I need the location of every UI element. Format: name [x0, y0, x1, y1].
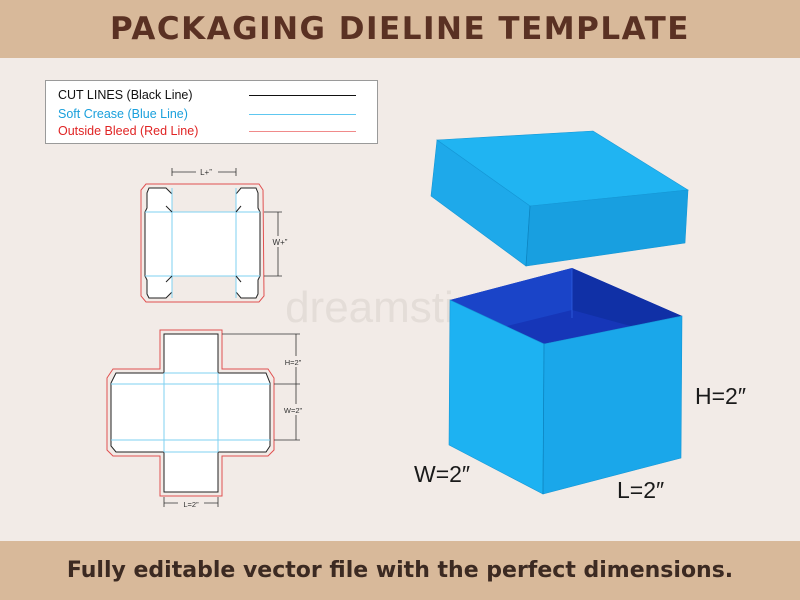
lid-dieline: L+” W+” — [140, 166, 292, 303]
lid-length-label: L+” — [200, 168, 212, 177]
legend-bleed-label: Outside Bleed (Red Line) — [58, 124, 199, 138]
base-crease-lines — [111, 372, 270, 453]
crease-line-swatch — [249, 114, 356, 115]
box-length-label: L=2″ — [617, 477, 664, 503]
lid-cut-details — [165, 205, 242, 283]
box-width-label: W=2″ — [414, 461, 470, 487]
cut-line-swatch — [249, 95, 356, 96]
lid-length-label-bg — [196, 166, 218, 177]
page-title: PACKAGING DIELINE TEMPLATE — [110, 11, 690, 47]
box-height-label: H=2″ — [695, 383, 746, 409]
lid-edge — [525, 205, 531, 267]
base-bleed-outline — [106, 329, 275, 497]
legend-crease-label: Soft Crease (Blue Line) — [58, 107, 188, 121]
footer-bar: Fully editable vector file with the perf… — [0, 541, 800, 600]
legend-cut-label: CUT LINES (Black Line) — [58, 88, 193, 102]
line-legend: CUT LINES (Black Line) Soft Crease (Blue… — [45, 80, 378, 144]
box-3d-illustration: H=2″ W=2″ L=2″ — [414, 130, 746, 503]
lid-bleed-outline — [140, 183, 265, 303]
box-right-face — [542, 315, 683, 495]
bleed-line-swatch — [249, 131, 356, 132]
legend-cut-lines: CUT LINES (Black Line) — [58, 87, 368, 103]
base-width-label: W=2” — [284, 406, 303, 415]
base-length-label-bg — [178, 498, 204, 509]
legend-soft-crease: Soft Crease (Blue Line) — [58, 106, 368, 122]
base-length-label: L=2” — [183, 500, 199, 509]
legend-outside-bleed: Outside Bleed (Red Line) — [58, 123, 368, 139]
base-cut-outline — [110, 333, 271, 493]
base-height-label: H=2” — [285, 358, 302, 367]
header-bar: PACKAGING DIELINE TEMPLATE — [0, 0, 800, 58]
lid-crease-lines — [145, 188, 260, 298]
lid-width-label-bg — [268, 236, 292, 247]
base-height-label-bg — [281, 356, 305, 367]
lid-width-label: W+” — [273, 238, 288, 247]
base-dieline: H=2” W=2” L=2” — [106, 329, 305, 509]
base-width-label-bg — [281, 404, 305, 415]
lid-panel — [172, 212, 236, 276]
box-front-edge — [542, 343, 545, 495]
footer-text: Fully editable vector file with the perf… — [66, 558, 734, 583]
